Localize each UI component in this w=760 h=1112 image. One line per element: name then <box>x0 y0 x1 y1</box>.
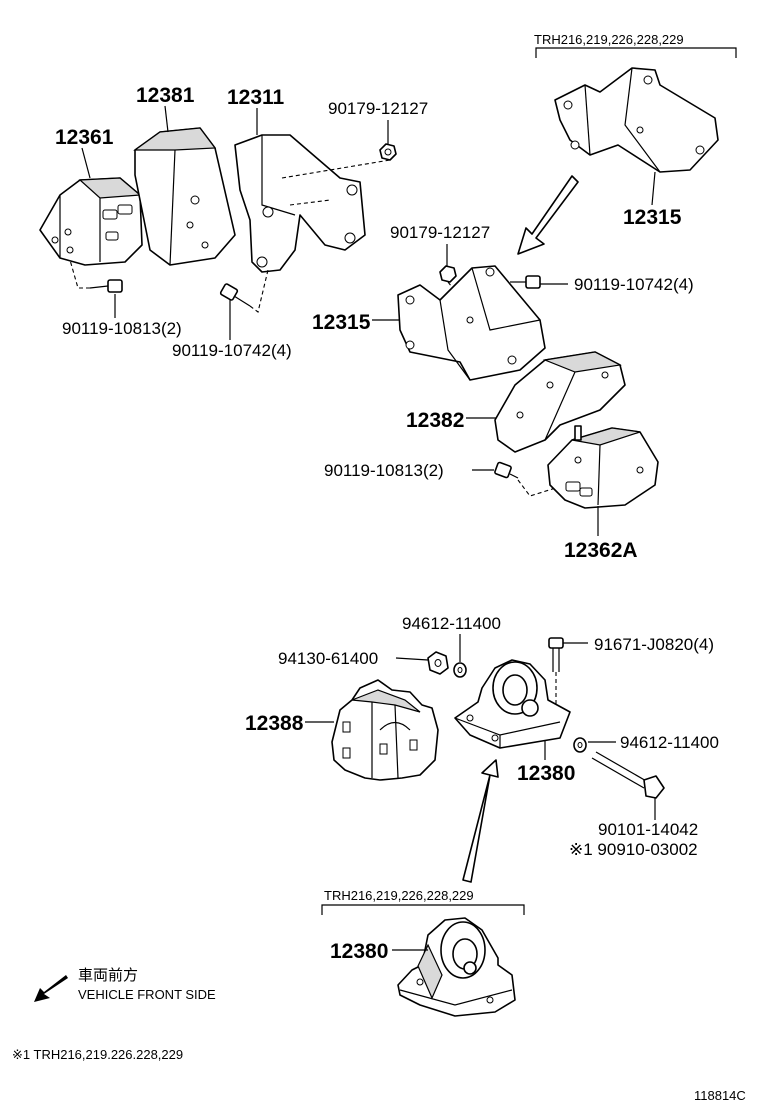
label-94130-61400: 94130-61400 <box>278 649 378 668</box>
washer-94612-11400-right[interactable] <box>573 737 587 753</box>
nut-94130-61400[interactable] <box>427 651 449 675</box>
part-12382[interactable] <box>494 351 626 453</box>
nut-90179-12127-top[interactable] <box>379 143 397 161</box>
label-90101-14042: 90101-14042 <box>598 820 698 839</box>
label-12382: 12382 <box>406 409 464 432</box>
footnote: ※1 TRH216,219.226.228,229 <box>12 1047 183 1062</box>
model-top: TRH216,219,226,228,229 <box>534 32 684 47</box>
label-12388: 12388 <box>245 712 304 735</box>
legend-jp: 車両前方 <box>78 967 138 984</box>
nut-90179-12127-right[interactable] <box>439 265 457 283</box>
legend-en: VEHICLE FRONT SIDE <box>78 987 216 1002</box>
label-90119-10813-right: 90119-10813(2) <box>324 461 444 480</box>
bolt-90119-10742-left[interactable] <box>219 283 251 307</box>
part-12381[interactable] <box>133 127 236 266</box>
part-12380-bottom[interactable] <box>397 917 516 1017</box>
label-94612-11400-top: 94612-11400 <box>402 614 501 633</box>
label-91671-J0820: 91671-J0820(4) <box>594 635 714 654</box>
bolt-90119-10813-right[interactable] <box>494 461 519 479</box>
label-12380-bottom: 12380 <box>330 940 388 963</box>
part-12388[interactable] <box>331 679 439 781</box>
arrow-indicator-top <box>517 175 579 255</box>
label-90179-12127-top: 90179-12127 <box>328 99 428 118</box>
label-12362A: 12362A <box>564 539 638 562</box>
label-90179-12127-right: 90179-12127 <box>390 223 490 242</box>
label-90119-10742-right: 90119-10742(4) <box>574 275 694 294</box>
arrow-indicator-bottom <box>462 759 499 883</box>
label-12315-top: 12315 <box>623 206 682 229</box>
part-12361[interactable] <box>39 177 143 266</box>
label-90910-03002: ※1 90910-03002 <box>569 840 698 859</box>
model-bottom: TRH216,219,226,228,229 <box>324 888 474 903</box>
bolt-90101-14042[interactable] <box>591 751 665 799</box>
figure-id: 118814C <box>694 1088 746 1103</box>
bolt-90119-10813-left[interactable] <box>89 279 123 293</box>
label-12380-top: 12380 <box>517 762 575 785</box>
part-12380-top[interactable] <box>454 659 571 749</box>
part-12362A[interactable] <box>547 425 659 509</box>
label-94612-11400-right: 94612-11400 <box>620 733 719 752</box>
label-90119-10813-left: 90119-10813(2) <box>62 319 182 338</box>
bolt-90119-10742-right[interactable] <box>510 275 541 289</box>
label-12361: 12361 <box>55 126 114 149</box>
washer-94612-11400-top[interactable] <box>453 662 467 678</box>
label-12311: 12311 <box>227 86 285 109</box>
bolt-91671-J0820[interactable] <box>548 637 564 672</box>
part-12315-top[interactable] <box>554 67 719 173</box>
label-12315-middle: 12315 <box>312 311 371 334</box>
part-12315-middle[interactable] <box>397 265 546 381</box>
label-90119-10742-left: 90119-10742(4) <box>172 341 292 360</box>
label-12381: 12381 <box>136 84 195 107</box>
vehicle-front-arrow-icon <box>34 975 68 1002</box>
